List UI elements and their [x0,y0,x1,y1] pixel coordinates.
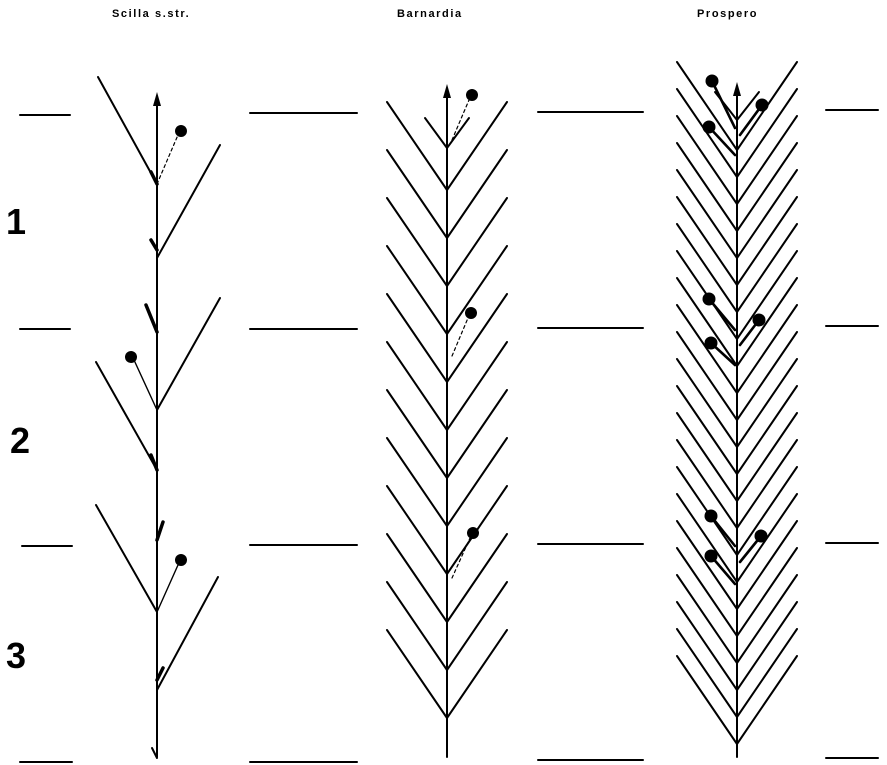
flower-dot [703,121,716,134]
apex-arrow-icon [153,92,161,106]
flower-dot [175,125,187,137]
bract-line [387,198,447,286]
bract-line [737,413,797,501]
bract-line [737,116,797,204]
bract-line [737,656,797,744]
pedicel-line [157,565,178,612]
bract-line [387,582,447,670]
bract-line [737,197,797,285]
pedicel-line [452,538,470,578]
bract-line [737,629,797,717]
bract-line [677,413,737,501]
flower-dot [705,550,718,563]
bract-line [387,150,447,238]
bract-line [677,62,737,150]
bract-line [677,656,737,744]
bract-line [387,294,447,382]
flower-dot [756,99,769,112]
bract-line [447,630,507,718]
prospero-branching-diagram [677,62,797,757]
bract-line [447,246,507,334]
bract-line [157,298,220,410]
bract-line [677,629,737,717]
bract-line [737,575,797,663]
bract-line [387,438,447,526]
bract-line [737,548,797,636]
flower-dot [705,510,718,523]
bract-line [677,521,737,609]
bract-line [387,246,447,334]
bract-line [677,575,737,663]
bract-line [387,630,447,718]
bract-line [447,198,507,286]
bract-line [737,170,797,258]
bract-line [677,305,737,393]
bract-line [737,278,797,366]
bract-line [387,342,447,430]
flower-dot [466,89,478,101]
bract-line [677,197,737,285]
bract-line [447,534,507,622]
bract-line [737,467,797,555]
bract-line [737,332,797,420]
bract-line [447,582,507,670]
flower-dot [175,554,187,566]
bract-line [677,143,737,231]
bract-line [737,359,797,447]
bract-line [737,386,797,474]
bract-line [677,602,737,690]
bract-line [98,77,157,184]
pedicel-line [157,135,178,184]
flower-dot [706,75,719,88]
bract-line [677,548,737,636]
bract-line [737,440,797,528]
bract-line [387,102,447,190]
pedicel-line [134,360,157,410]
bract-line [447,150,507,238]
bract-line [737,305,797,393]
bract-line [447,102,507,190]
bract-line [387,390,447,478]
bract-line [447,342,507,430]
bract-line [425,118,447,148]
bract-line [96,505,157,612]
bract-line [447,118,469,148]
bract-line [677,386,737,474]
bract-line [387,486,447,574]
bract-line [677,359,737,447]
flower-dot [125,351,137,363]
bract-line [737,224,797,312]
bract-line [737,143,797,231]
barnardia-branching-diagram [387,84,507,757]
bract-line [447,438,507,526]
bract-line [96,362,157,470]
scilla-branching-diagram [96,77,220,758]
bract-line [737,602,797,690]
bract-line [447,390,507,478]
flower-dot [465,307,477,319]
bract-line [447,294,507,382]
flower-dot [753,314,766,327]
flower-dot [755,530,768,543]
bract-line [387,534,447,622]
bract-line [737,251,797,339]
pedicel-line [712,81,735,128]
bract-line [677,170,737,258]
node-mark [146,305,157,332]
flower-dot [467,527,479,539]
apex-arrow-icon [733,82,741,96]
flower-dot [705,337,718,350]
bract-line [157,577,218,690]
apex-arrow-icon [443,84,451,98]
flower-dot [703,293,716,306]
